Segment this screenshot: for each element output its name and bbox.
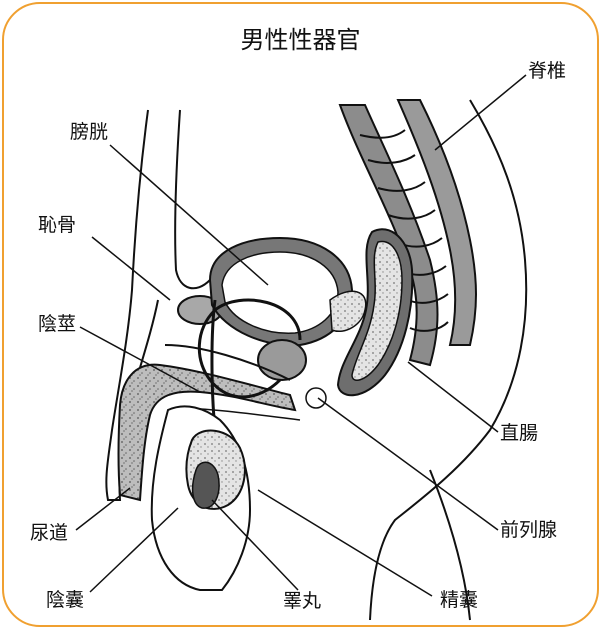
label-prostate: 前列腺	[500, 519, 557, 541]
label-rectum: 直腸	[500, 422, 538, 444]
bladder-drawing	[210, 238, 352, 345]
label-testis: 睪丸	[283, 590, 321, 612]
body-front-inner	[175, 110, 210, 288]
ejaculatory-gland-drawing	[306, 388, 326, 408]
label-seminal-vesicle: 精囊	[440, 589, 478, 611]
leader-rectum	[408, 362, 498, 432]
prostate-drawing	[258, 340, 306, 380]
leader-urethra	[76, 488, 130, 530]
label-penis: 陰莖	[38, 313, 76, 335]
leader-seminal-vesicle	[258, 490, 432, 596]
label-scrotum: 陰囊	[46, 589, 84, 611]
label-urethra: 尿道	[30, 522, 68, 544]
label-pubic-bone: 恥骨	[38, 214, 76, 236]
diagram-title: 男性性器官	[0, 20, 601, 55]
label-spine: 脊椎	[528, 60, 566, 82]
leader-spine	[435, 75, 526, 150]
testis-drawing	[193, 462, 219, 508]
scrotum-drawing	[152, 406, 250, 590]
label-bladder: 膀胱	[70, 121, 108, 143]
